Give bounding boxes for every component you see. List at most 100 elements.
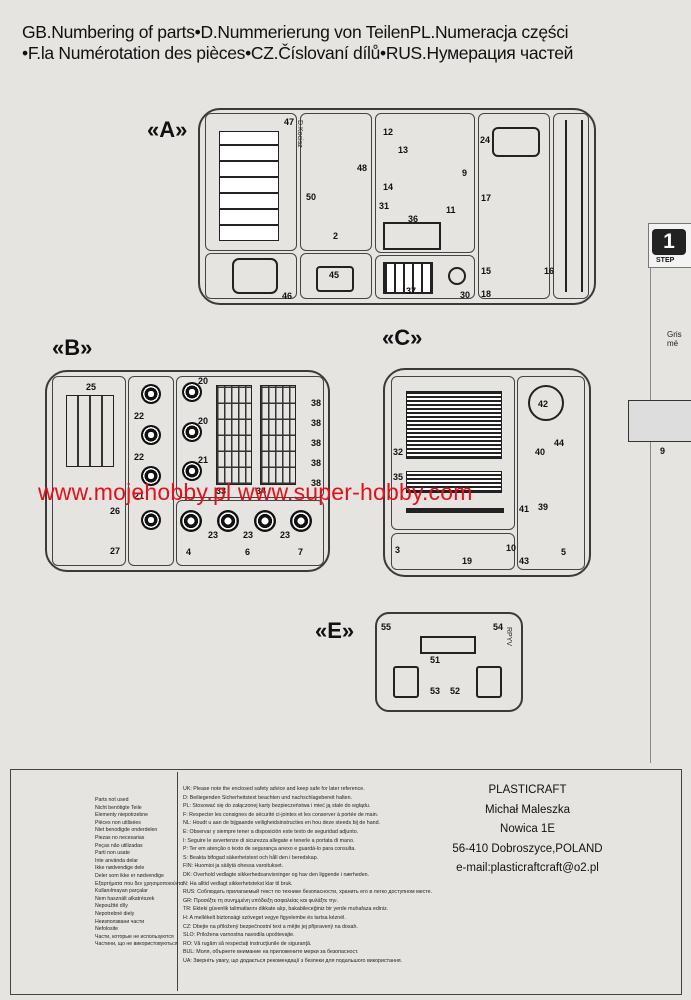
safety-note: E: Observar y siempre tener a disposició… (183, 828, 359, 835)
legend-line: Parti non usate (95, 850, 130, 857)
part-number: 13 (398, 145, 409, 155)
legend-line: Nepotrebné diely (95, 910, 135, 917)
part-number: 19 (462, 556, 473, 566)
part-number: 16 (544, 266, 555, 276)
legend-line: Nem használt alkatrészek (95, 895, 155, 902)
wheel-part (182, 461, 202, 481)
part-number: 40 (535, 447, 546, 457)
part-number: 37 (406, 286, 417, 296)
part-number: 55 (381, 622, 392, 632)
instruction-header: GB.Numbering of parts•D.Nummerierung von… (22, 22, 662, 64)
safety-note: N: Ha alltid vedlagt sikkerhetstekst kla… (183, 880, 293, 887)
part-number: 44 (554, 438, 565, 448)
part-number: 23 (208, 530, 219, 540)
sprue-b-frame (45, 370, 330, 572)
part-number: 3 (395, 545, 401, 555)
email-address: e-mail:plasticraftcraft@o2.pl (456, 862, 599, 874)
part-number: 46 (282, 291, 293, 301)
legend-line: Elementy niepotrzebne (95, 812, 149, 819)
sprue-a-door-cell (205, 113, 297, 251)
safety-note: CZ: Dbejte na přiložený bezpečnostní tex… (183, 923, 358, 930)
legend-line: Parts not used (95, 797, 129, 803)
safety-note: FIN: Huomioi ja säilytä ohessa varoituks… (183, 863, 284, 870)
part-46-hood (232, 258, 278, 294)
part-number: 38 (311, 478, 322, 488)
legend-line: Kullanılmayan parçalar (95, 888, 148, 895)
part-number: 2 (333, 231, 339, 241)
safety-note: F: Respecter les consignes de sécurité c… (183, 811, 379, 818)
header-line-2: •F.la Numérotation des pièces•CZ.Číslova… (22, 43, 574, 63)
wheel-part (141, 510, 161, 530)
part-number: 18 (481, 289, 492, 299)
wheel-part (254, 510, 276, 532)
city-address: 56-410 Dobroszyce,POLAND (452, 842, 603, 855)
part-number: 9 (462, 168, 468, 178)
part-number: 4 (186, 547, 192, 557)
part-number: 50 (306, 192, 317, 202)
part-number: 22 (134, 411, 145, 421)
legend-line: Inte använda delar (95, 857, 138, 864)
safety-note: RO: Vă rugăm să respectaţi instrucţiunil… (183, 940, 312, 947)
sprue-a-label: «A» (147, 117, 188, 142)
part-number: 35 (393, 472, 404, 482)
safety-note: SLO: Priložena varnostna navodila upošte… (183, 932, 295, 939)
safety-note: S: Beakta bifogad säkerhetstext och håll… (183, 854, 319, 861)
part-number: 31 (379, 201, 390, 211)
safety-note: H: A mellékelt biztonsági szöveget vegye… (183, 914, 346, 921)
safety-note: PL: Stosować się do załączonej karty bez… (183, 803, 371, 810)
part-number: 11 (446, 205, 456, 215)
sprue-a-chassis-cell (553, 113, 589, 299)
part-1-chassis-rail (565, 120, 583, 292)
part-number: 39 (538, 502, 549, 512)
part-number: 42 (538, 399, 549, 409)
safety-note: TR: Ekteki güvenlik talimatlarını dikkat… (183, 906, 389, 913)
part-35-panel (406, 471, 502, 493)
legend-line: Piezas no necesarias (95, 834, 145, 841)
wheel-part (141, 466, 161, 486)
sprue-e-sticker: RPYV (505, 627, 512, 647)
part-number: 38 (311, 418, 322, 428)
part-number: 41 (519, 504, 530, 514)
step-word: STEP (656, 257, 675, 264)
part-number: 17 (481, 193, 492, 203)
legend-line: Εξαρτήματα που δεν χρησιμοποιούνται (95, 880, 185, 887)
safety-note: D: Beiliegenden Sicherheitstext beachten… (183, 794, 353, 801)
part-47-door (219, 131, 279, 241)
sprue-e-label: «E» (315, 618, 355, 643)
sprue-c-panel-cell (391, 376, 515, 530)
part-45 (316, 266, 354, 292)
part-number: 48 (357, 163, 368, 173)
part-number: 20 (198, 416, 209, 426)
part-41-bar (406, 508, 504, 513)
part-30-wheel (448, 267, 466, 285)
part-number: 5 (561, 547, 567, 557)
safety-note: BUL: Моля, обърнете внимание на приложен… (183, 949, 359, 956)
part-number: 23 (280, 530, 291, 540)
part-34-rack (260, 385, 296, 485)
part-number: 15 (481, 266, 492, 276)
part-number: 43 (519, 556, 530, 566)
legend-line: Deler som ikke er nødvendige (95, 872, 164, 879)
wheel-part (182, 382, 202, 402)
part-number: 30 (460, 290, 471, 300)
sprue-a-frame (198, 108, 596, 305)
sprue-e-frame (375, 612, 523, 712)
sprue-c-bottom-cell (391, 533, 515, 570)
part-36-frame (383, 222, 441, 250)
legend-line: Peças não utilizadas (95, 842, 143, 849)
part-number: 6 (245, 547, 251, 557)
sprue-c-frame (383, 368, 591, 577)
step-number: 1 (652, 229, 686, 255)
watermark-text: www.mojehobby.pl www.super-hobby.com (38, 479, 473, 505)
part-33-rack (216, 385, 252, 485)
sprue-b-wheel-cell (128, 376, 174, 566)
sprue-a-cell-45 (300, 253, 372, 299)
part-number: 54 (493, 622, 504, 632)
safety-note: P: Ter em atenção o texto de segurança a… (183, 846, 356, 853)
part-number: 52 (450, 686, 461, 696)
sprue-a-small-cell (300, 113, 372, 251)
part-53-window (393, 666, 419, 698)
legend-line: Частини, що не використовуються (95, 941, 178, 948)
contact-name: Michał Maleszka (485, 803, 570, 816)
part-42-ring (528, 385, 564, 421)
